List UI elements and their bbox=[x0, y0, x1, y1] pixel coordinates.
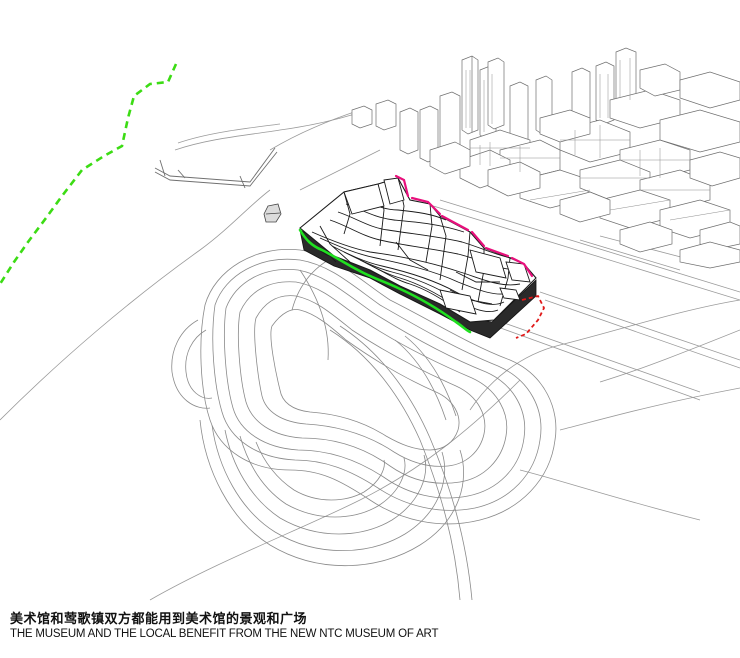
city-blocks bbox=[351, 47, 740, 269]
building-underside bbox=[299, 229, 537, 339]
green-highlight-edge bbox=[298, 228, 472, 334]
red-dashed-marker bbox=[515, 294, 546, 339]
museum-building bbox=[298, 174, 546, 339]
caption-chinese: 美术馆和莺歌镇双方都能用到美术馆的景观和广场 bbox=[10, 612, 308, 627]
city-detail-lines bbox=[465, 58, 731, 221]
bridge bbox=[154, 147, 278, 189]
sculpture bbox=[263, 203, 282, 223]
green-dashed-boundary bbox=[0, 63, 178, 285]
magenta-highlight-edges bbox=[394, 174, 534, 278]
caption-english: THE MUSEUM AND THE LOCAL BENEFIT FROM TH… bbox=[10, 628, 439, 640]
river-and-land-lines bbox=[0, 109, 740, 601]
